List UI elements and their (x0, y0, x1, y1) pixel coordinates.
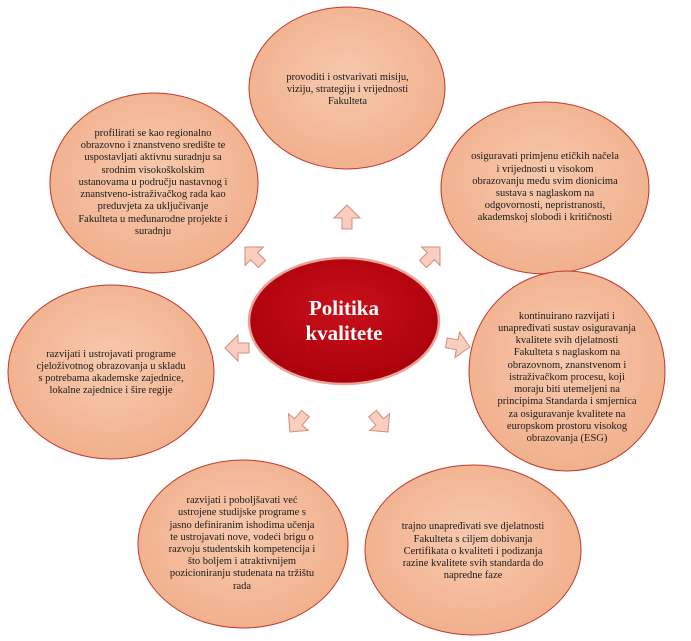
center-title-line2: kvalitete (305, 321, 383, 345)
arrow-upper-left (244, 246, 267, 269)
arrow-lower-right (368, 409, 391, 433)
arrow-left (224, 333, 250, 363)
goal-text-5: razvijati i poboljšavati već ustrojene s… (168, 495, 316, 592)
goal-text-6: razvijati i ustrojavati programe cjeloži… (36, 348, 186, 397)
goal-text-3: kontinuirano razvijati i unapređivati su… (497, 310, 637, 444)
goal-circle-6 (7, 284, 215, 460)
goal-circle-4 (364, 464, 582, 636)
goal-circle-5 (137, 459, 349, 629)
center-oval (247, 256, 441, 386)
arrow-up (332, 204, 362, 230)
arrow-right (444, 330, 471, 359)
goal-text-1: provoditi i ostvarivati misiju, viziju, … (286, 71, 409, 108)
arrow-upper-right (418, 246, 441, 269)
goal-text-7: profilirati se kao regionalno obrazovno … (78, 128, 228, 237)
goal-circle-7 (49, 92, 259, 274)
goal-text-2: osiguravati primjenu etičkih načela i vr… (471, 151, 619, 224)
center-title: Politika kvalitete (256, 263, 432, 379)
goal-text-4: trajno unapređivati sve djelatnosti Faku… (401, 521, 545, 582)
center-title-line1: Politika (308, 296, 379, 320)
arrow-lower-left (287, 409, 310, 433)
goal-circle-1 (248, 6, 446, 170)
goal-circle-3 (468, 270, 666, 472)
